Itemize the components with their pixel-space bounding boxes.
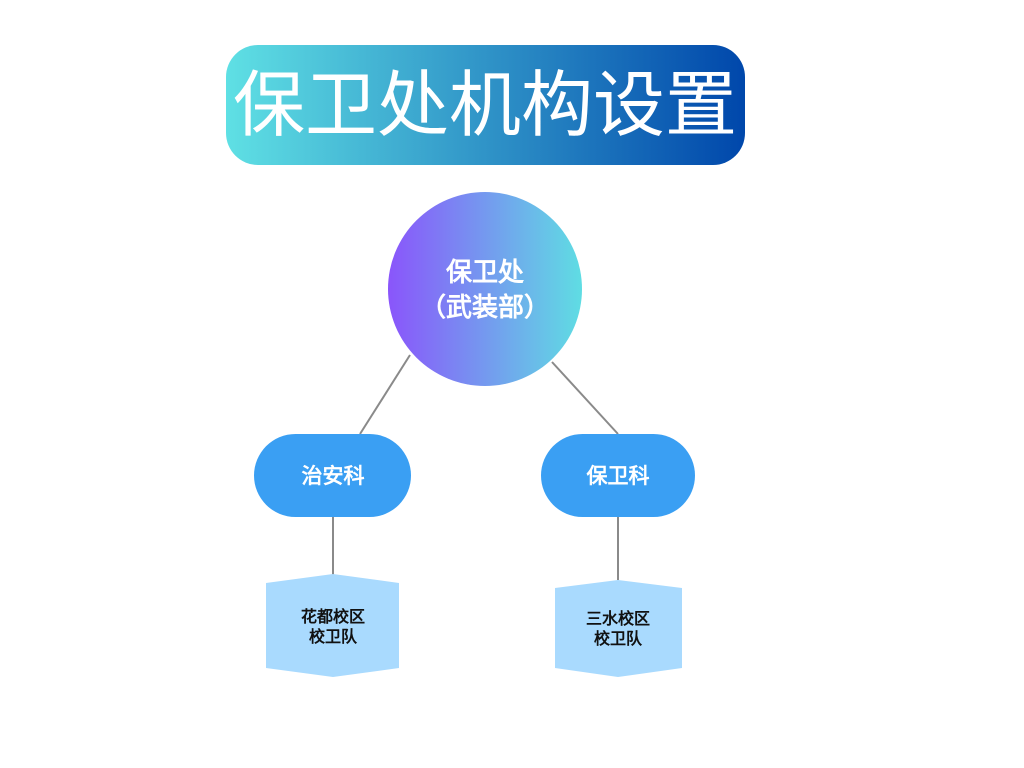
team-label-line2: 校卫队 [309, 627, 358, 646]
connector-line [551, 361, 619, 435]
team-label-line2: 校卫队 [594, 629, 643, 648]
department-label: 治安科 [302, 463, 365, 488]
department-label: 保卫科 [586, 463, 650, 488]
department-node-security: 治安科 [254, 434, 411, 517]
root-label-line1: 保卫处 [445, 258, 524, 288]
team-node-huadu: 花都校区 校卫队 [266, 574, 399, 677]
title-banner: 保卫处机构设置 [226, 45, 745, 165]
connectors [332, 354, 619, 580]
connector-line [359, 354, 411, 435]
team-label-line1: 花都校区 [301, 607, 365, 626]
team-label-line1: 三水校区 [586, 609, 650, 628]
root-label-line2: （武装部） [420, 293, 550, 323]
team-node-sanshui: 三水校区 校卫队 [555, 580, 682, 677]
root-node: 保卫处 （武装部） [388, 192, 582, 386]
department-node-protection: 保卫科 [541, 434, 695, 517]
page-title: 保卫处机构设置 [233, 63, 737, 147]
